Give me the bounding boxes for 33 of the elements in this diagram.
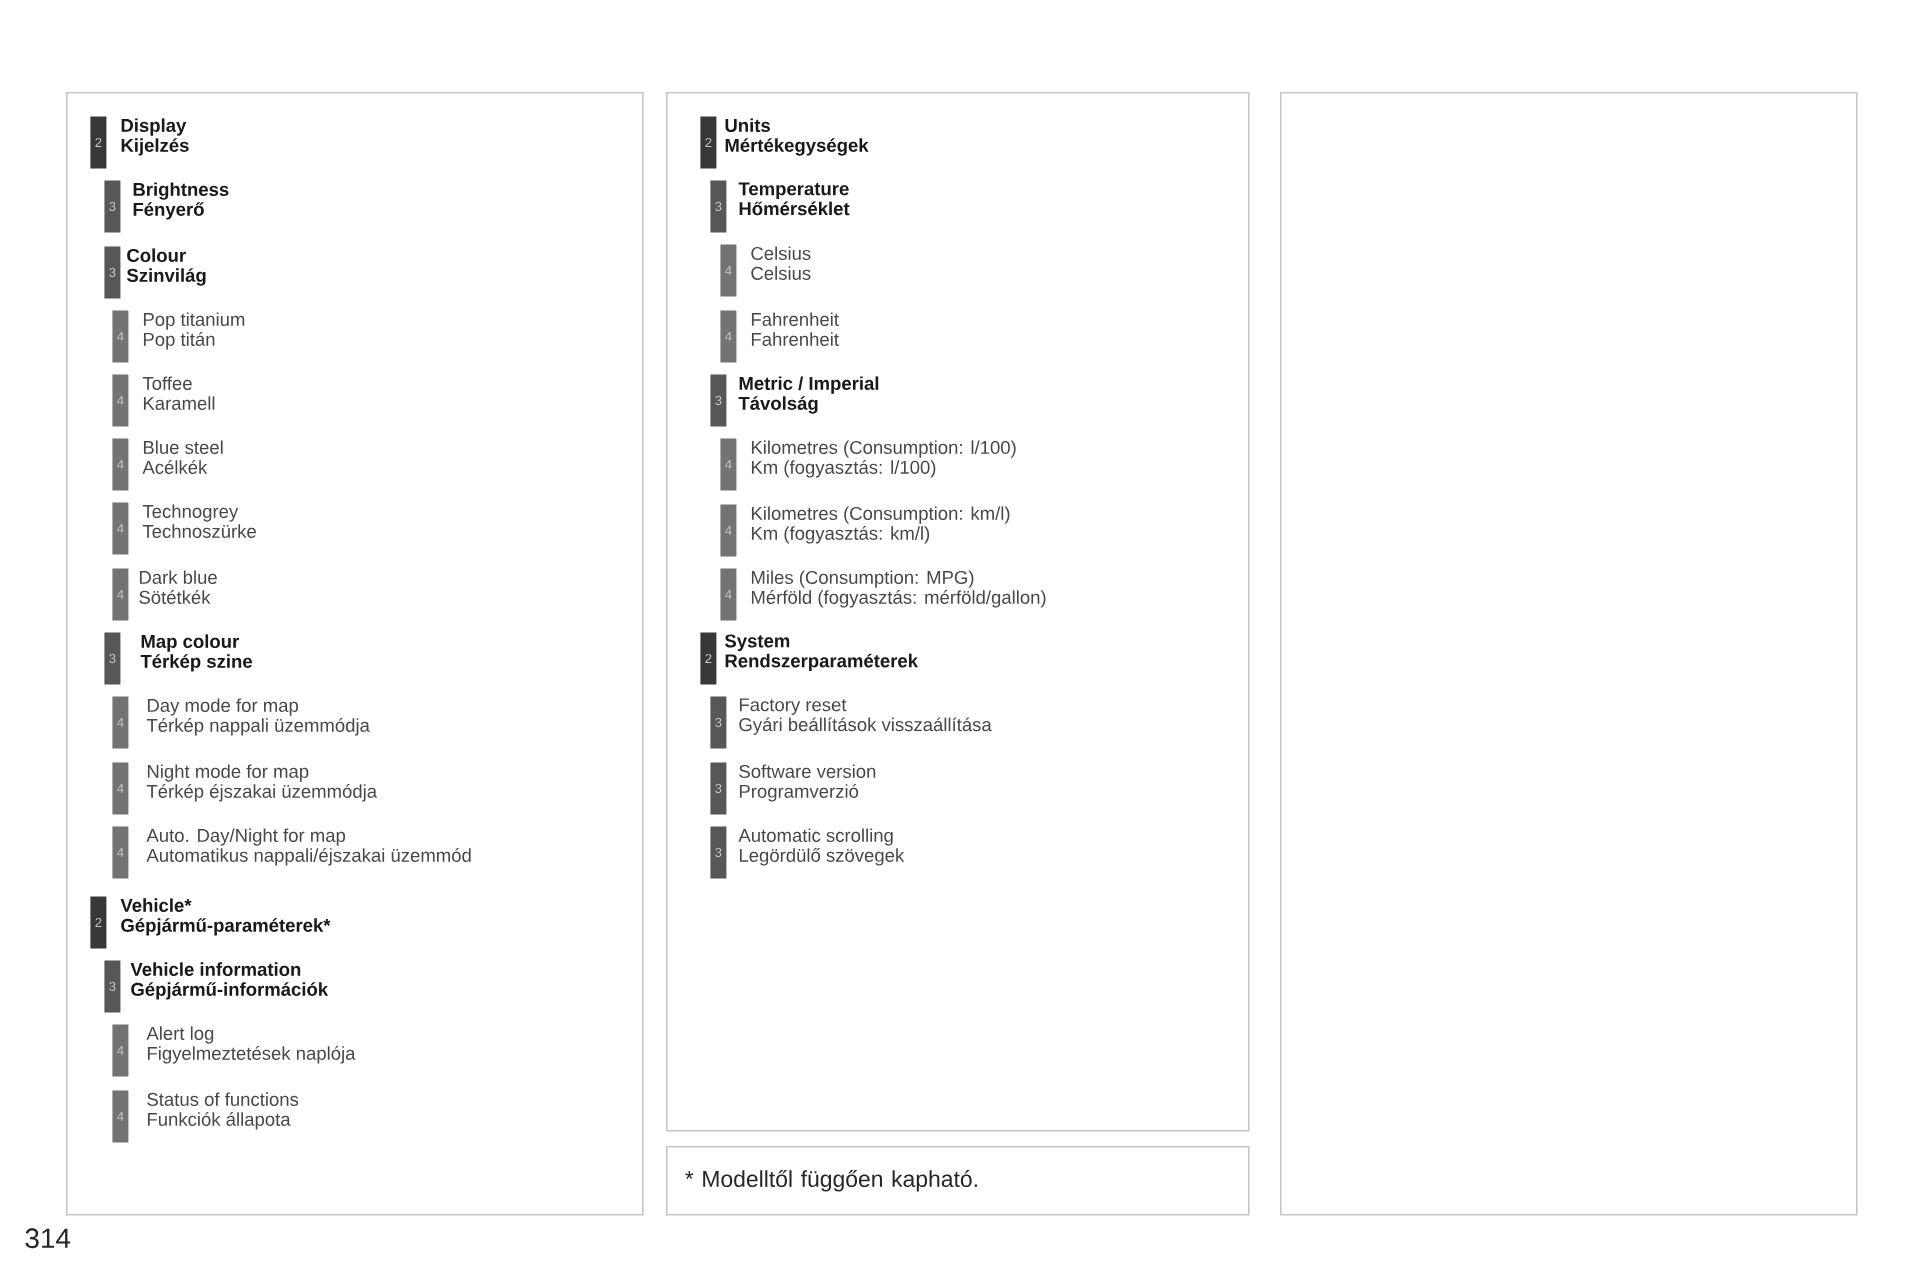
menu-item-label: Alert log Figyelmeztetések naplója <box>146 1026 356 1064</box>
menu-item-label: Night mode for map Térkép éjszakai üzemmódja <box>146 764 378 802</box>
menu-item-label: Pop titanium Pop titán <box>143 312 245 350</box>
menu-item-label: Factory reset Gyári beállítások visszaállítása <box>739 698 992 735</box>
menu-item-label: Metric / Imperial Távolság <box>738 376 879 414</box>
menu-item-label: Kilometres (Consumption: l/100) Km (fogyasztás: l/100) <box>751 440 1016 478</box>
menu-item-label: Toffee Karamell <box>142 376 215 410</box>
menu-item-label: Auto. Day/Night for map Automatikus nappali/éjszakai üzemmód <box>146 828 471 866</box>
menu-item-label: Display Kijelzés <box>121 118 189 156</box>
menu-item-label: Units Mértékegységek <box>725 118 869 156</box>
menu-item-label: Celsius Celsius <box>751 246 811 280</box>
menu-item-label: Miles (Consumption: MPG) Mérföld (fogyasztás: mérföld/gallon) <box>751 570 1046 608</box>
menu-item-label: Technogrey Technoszürke <box>142 504 256 538</box>
menu-item-label: Dark blue Sötétkék <box>139 570 217 604</box>
menu-item-label: Vehicle information Gépjármű-információk <box>130 962 329 1000</box>
menu-item-label: Colour Szinvilág <box>126 248 206 286</box>
menu-item-label: Fahrenheit Fahrenheit <box>751 312 839 346</box>
menu-item-label: Blue steel Acélkék <box>142 440 223 474</box>
panel-frame <box>666 92 1250 1132</box>
panel-frame <box>1280 92 1858 1216</box>
menu-item-label: Brightness Fényerő <box>133 182 229 220</box>
menu-item-label: Vehicle* Gépjármű-paraméterek* <box>120 898 331 936</box>
menu-item-label: Kilometres (Consumption: km/l) Km (fogyasztás: km/l) <box>751 506 1010 544</box>
menu-item-label: Status of functions Funkciók állapota <box>147 1092 299 1130</box>
footnote-box: * Modelltől függően kapható. <box>666 1146 1250 1216</box>
panel-frame <box>66 92 644 1216</box>
menu-item-label: Day mode for map Térkép nappali üzemmódja <box>146 698 370 736</box>
menu-item-label: System Rendszerparaméterek <box>724 634 919 672</box>
menu-item-label: Temperature Hőmérséklet <box>738 182 850 216</box>
menu-item-label: Map colour Térkép szine <box>140 634 253 672</box>
menu-item-label: Software version Programverzió <box>739 764 876 802</box>
page-number: 314 <box>25 1228 71 1249</box>
menu-item-label: Automatic scrolling Legördülő szövegek <box>738 828 905 866</box>
